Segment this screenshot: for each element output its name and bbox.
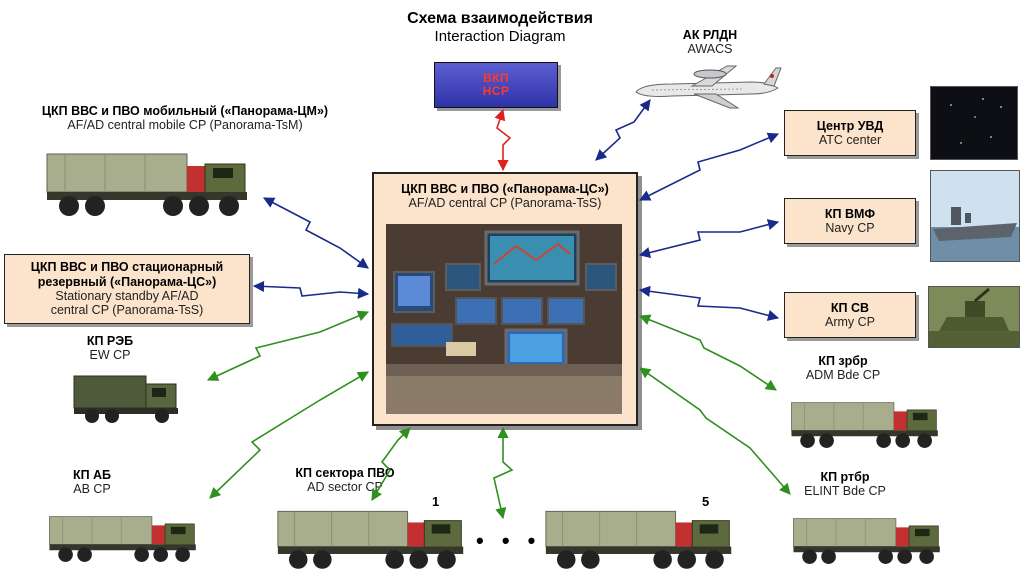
- standby-cp-box: ЦКП ВВС и ПВО стационарный резервный («П…: [4, 254, 250, 324]
- link-ew-cp: [206, 310, 370, 381]
- title-ru: Схема взаимодействия: [407, 10, 593, 27]
- awacs-ru: АК РЛДН: [682, 28, 738, 42]
- link-mobile-cp: [263, 197, 369, 269]
- link-awacs: [595, 99, 651, 161]
- ew-cp-en: EW CP: [89, 348, 131, 363]
- title-en: Interaction Diagram: [434, 28, 566, 46]
- navy-en: Navy CP: [825, 221, 875, 235]
- ellipsis: • • •: [476, 528, 542, 553]
- mobile-cp-en: AF/AD central mobile CP (Panorama-TsM): [67, 118, 303, 133]
- diagram-title: Схема взаимодействия Interaction Diagram: [380, 10, 620, 46]
- link-ab-cp: [209, 371, 369, 499]
- central-cp-box: ЦКП ВВС и ПВО («Панорама-ЦС») AF/AD cent…: [372, 172, 638, 426]
- adm-ru: КП зрбр: [818, 354, 868, 368]
- ew-cp-label: КП РЭБ EW CP: [60, 334, 160, 363]
- elint-en: ELINT Bde CP: [804, 484, 886, 499]
- adm-bde-label: КП зрбр ADM Bde CP: [778, 354, 908, 383]
- mobile-cp-ru: ЦКП ВВС и ПВО мобильный («Панорама-ЦМ»): [41, 104, 329, 118]
- link-elint-bde: [639, 367, 791, 495]
- central-cp-label: ЦКП ВВС и ПВО («Панорама-ЦС») AF/AD cent…: [374, 182, 636, 211]
- link-adm-bde: [638, 314, 777, 391]
- atc-ru: Центр УВД: [816, 118, 884, 133]
- vkp-line1: ВКП: [482, 71, 510, 86]
- link-atc: [638, 132, 780, 201]
- ew-cp-ru: КП РЭБ: [86, 334, 134, 348]
- standby-cp-en1: Stationary standby AF/AD: [55, 289, 199, 303]
- mobile-cp-label: ЦКП ВВС и ПВО мобильный («Панорама-ЦМ») …: [10, 104, 360, 133]
- aircraft-icon: [635, 65, 782, 109]
- radar-screen-photo: [930, 86, 1018, 160]
- ship-photo: [930, 170, 1020, 262]
- navy-ru: КП ВМФ: [824, 206, 876, 221]
- elint-bde-label: КП ртбр ELINT Bde CP: [780, 470, 910, 499]
- adm-en: ADM Bde CP: [805, 368, 881, 383]
- vkp-nsr-box: ВКП НСР: [434, 62, 558, 108]
- ab-cp-en: AB CP: [73, 482, 111, 497]
- central-cp-ru: ЦКП ВВС и ПВО («Панорама-ЦС»): [401, 182, 609, 196]
- army-en: Army CP: [825, 315, 875, 329]
- army-cp-box: КП СВ Army CP: [784, 292, 916, 338]
- standby-cp-en2: central CP (Panorama-TsS): [50, 303, 204, 318]
- link-sector-first: [371, 427, 411, 501]
- ab-cp-ru: КП АБ: [72, 468, 112, 482]
- central-cp-en: AF/AD central CP (Panorama-TsS): [408, 196, 602, 211]
- standby-cp-ru1: ЦКП ВВС и ПВО стационарный: [30, 260, 224, 275]
- control-room-photo: [386, 224, 622, 414]
- sector-number-last: 5: [702, 494, 710, 509]
- navy-cp-box: КП ВМФ Navy CP: [784, 198, 916, 244]
- awacs-en: AWACS: [687, 42, 733, 57]
- truck-icon: [73, 375, 178, 423]
- ab-cp-label: КП АБ AB CP: [52, 468, 132, 497]
- atc-center-box: Центр УВД ATC center: [784, 110, 916, 156]
- army-ru: КП СВ: [830, 300, 870, 315]
- link-vkp: [494, 108, 512, 172]
- standby-cp-ru2: резервный («Панорама-ЦС»): [37, 274, 217, 289]
- sector-number-first: 1: [432, 494, 440, 509]
- tank-photo: [928, 286, 1020, 348]
- awacs-label: АК РЛДН AWACS: [650, 28, 770, 57]
- vkp-line2: НСР: [482, 84, 510, 98]
- elint-ru: КП ртбр: [820, 470, 870, 484]
- link-standby-cp: [252, 280, 370, 299]
- link-navy: [638, 219, 780, 258]
- atc-en: ATC center: [818, 133, 882, 147]
- link-army: [638, 285, 780, 321]
- link-sector-middle: [493, 426, 514, 520]
